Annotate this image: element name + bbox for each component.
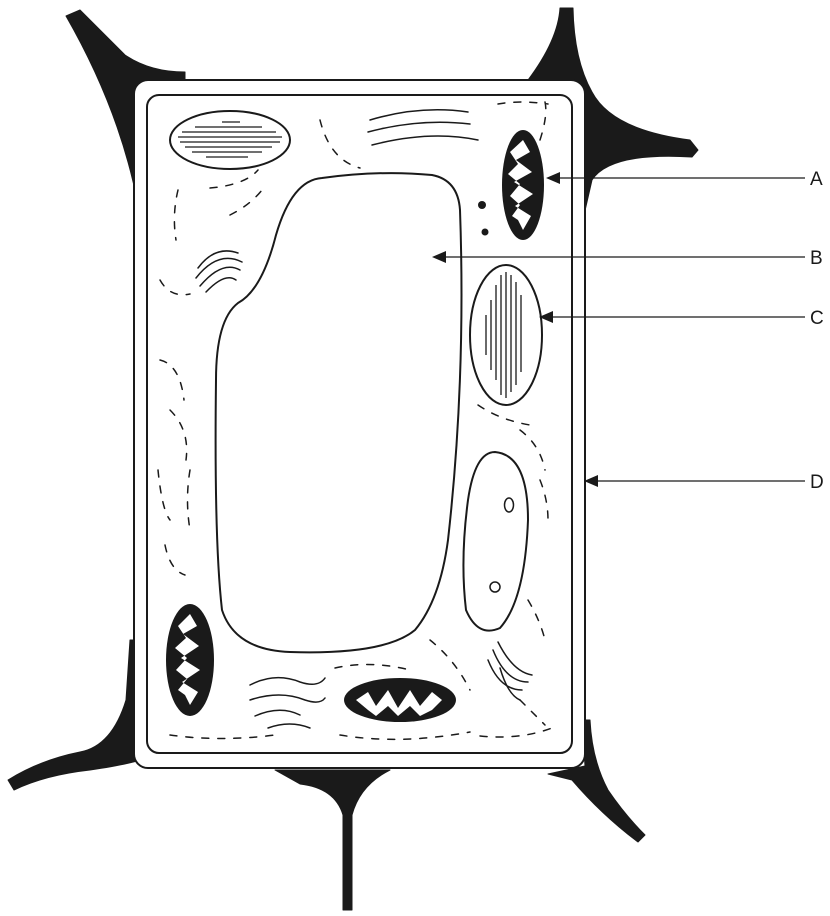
wall-wedge-bottom-center: [275, 770, 390, 910]
label-c: C: [810, 308, 824, 329]
mitochondrion-bottom-left: [166, 604, 214, 716]
arrowhead-d: [584, 475, 598, 487]
mitochondrion-top-right: [502, 130, 544, 240]
wall-wedge-bottom-left: [8, 640, 140, 790]
mitochondrion-bottom-center: [344, 678, 456, 722]
label-a: A: [810, 169, 823, 190]
label-d: D: [810, 472, 824, 493]
label-b: B: [810, 248, 823, 269]
